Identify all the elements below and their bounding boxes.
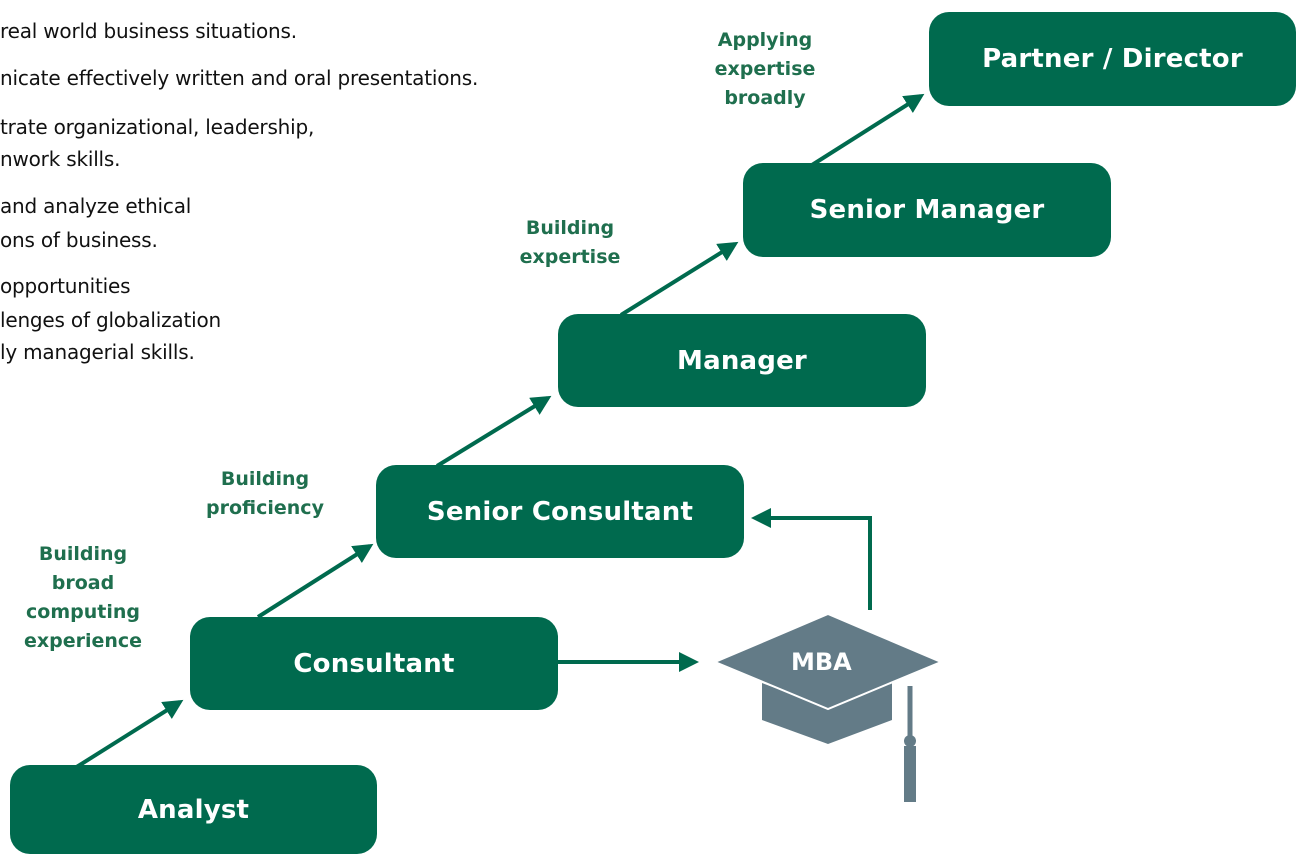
stage-senior-manager: Senior Manager (743, 163, 1111, 257)
label-line: Building (38, 543, 128, 565)
objective-line-2: nicate effectively written and oral pres… (0, 66, 479, 90)
stage-partner-director: Partner / Director (929, 12, 1296, 106)
graduation-cap-icon (712, 612, 944, 802)
objective-line-3: trate organizational, leadership, (0, 115, 315, 139)
objective-line-8: lenges of globalization (0, 308, 221, 332)
label-line: computing (26, 601, 140, 623)
label-building-expertise: Building expertise (505, 214, 635, 272)
label-building-broad-experience: Building broad computing experience (18, 540, 148, 656)
label-line: broad (51, 572, 115, 594)
stage-analyst: Analyst (10, 765, 377, 854)
label-line: expertise (519, 246, 621, 268)
objective-line-9: ly managerial skills. (0, 340, 195, 364)
arrow-analyst-to-consultant (73, 699, 184, 770)
label-line: broadly (724, 87, 806, 109)
objective-line-1: real world business situations. (0, 19, 297, 43)
label-line: Building (525, 217, 615, 239)
stage-senior-consultant: Senior Consultant (376, 465, 744, 558)
arrow-senior-consultant-to-manager (435, 395, 552, 468)
label-applying-expertise: Applying expertise broadly (710, 26, 820, 113)
label-building-proficiency: Building proficiency (195, 465, 335, 523)
objectives-text: real world business situations. nicate e… (0, 0, 640, 400)
label-line: experience (23, 630, 143, 652)
label-line: expertise (714, 58, 816, 80)
objective-line-4: nwork skills. (0, 147, 121, 171)
arrow-consultant-to-senior-consultant (256, 543, 374, 619)
label-line: Building (220, 468, 310, 490)
label-line: Applying (717, 29, 813, 51)
stage-consultant: Consultant (190, 617, 558, 710)
mba-label: MBA (791, 648, 852, 676)
label-line: proficiency (206, 497, 324, 519)
arrow-manager-to-senior-manager (619, 241, 739, 317)
stage-manager: Manager (558, 314, 926, 407)
objective-line-5: and analyze ethical (0, 194, 192, 218)
arrow-mba-to-senior-consultant (751, 508, 872, 610)
arrow-senior-manager-to-partner (810, 93, 925, 167)
objective-line-6: ons of business. (0, 228, 158, 252)
objective-line-7: opportunities (0, 274, 131, 298)
